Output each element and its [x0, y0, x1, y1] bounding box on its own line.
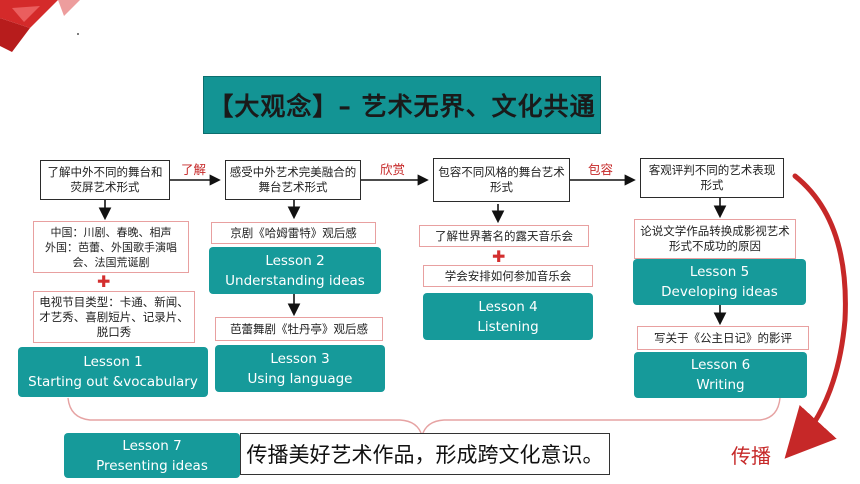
decorative-dot	[77, 33, 79, 35]
lesson-2-num: Lesson 2	[265, 252, 325, 269]
col3-sub-box-1: 了解世界著名的露天音乐会	[419, 225, 589, 247]
col1-sub-box-2: 电视节目类型：卡通、新闻、才艺秀、喜剧短片、记录片、脱口秀	[33, 291, 195, 343]
lesson-7-card: Lesson 7 Presenting ideas	[64, 433, 240, 478]
lesson-1-name: Starting out &vocabulary	[28, 374, 198, 390]
lesson-1-card: Lesson 1 Starting out &vocabulary	[18, 347, 208, 397]
lesson-3-num: Lesson 3	[270, 350, 330, 367]
lesson-3-card: Lesson 3 Using language	[215, 345, 385, 392]
plus-icon: ✚	[97, 272, 111, 291]
col4-sub-box-2: 写关于《公主日记》的影评	[637, 326, 809, 350]
lesson-5-name: Developing ideas	[661, 284, 778, 300]
lesson-4-card: Lesson 4 Listening	[423, 293, 593, 340]
lesson-2-name: Understanding ideas	[225, 272, 365, 289]
lesson-1-num: Lesson 1	[83, 354, 143, 370]
lesson-2-card: Lesson 2 Understanding ideas	[209, 247, 381, 294]
lesson-6-card: Lesson 6 Writing	[634, 352, 807, 398]
plus-icon: ✚	[492, 247, 506, 266]
spread-label: 传播	[731, 444, 771, 468]
goal-box-1: 了解中外不同的舞台和荧屏艺术形式	[40, 160, 170, 200]
lesson-6-num: Lesson 6	[690, 357, 751, 373]
lesson-3-name: Using language	[247, 370, 353, 387]
page-title: 【大观念】– 艺术无界、文化共通	[208, 92, 596, 121]
col2-sub-box-1: 京剧《哈姆雷特》观后感	[211, 222, 376, 244]
summary-box: 传播美好艺术作品，形成跨文化意识。	[240, 433, 610, 475]
lesson-4-num: Lesson 4	[478, 298, 538, 315]
connector-label-1: 了解	[181, 162, 207, 177]
col4-sub-box-1: 论说文学作品转换成影视艺术形式不成功的原因	[634, 219, 796, 259]
connector-label-2: 欣赏	[380, 162, 406, 177]
title-box: 【大观念】– 艺术无界、文化共通	[203, 76, 601, 134]
lesson-7-num: Lesson 7	[122, 437, 182, 454]
col2-sub-box-2: 芭蕾舞剧《牡丹亭》观后感	[215, 317, 383, 341]
goal-box-3: 包容不同风格的舞台艺术形式	[433, 158, 570, 202]
lesson-4-name: Listening	[477, 318, 539, 335]
corner-decoration	[0, 0, 80, 52]
col3-sub-box-2: 学会安排如何参加音乐会	[423, 265, 593, 287]
lesson-6-name: Writing	[696, 377, 745, 393]
goal-box-2: 感受中外艺术完美融合的舞台艺术形式	[225, 160, 361, 200]
goal-box-4: 客观评判不同的艺术表现形式	[640, 158, 784, 198]
bottom-brace	[67, 397, 781, 439]
lesson-5-num: Lesson 5	[689, 264, 750, 280]
summary-text: 传播美好艺术作品，形成跨文化意识。	[246, 443, 604, 467]
col1-sub-box-1: 中国：川剧、春晚、相声 外国：芭蕾、外国歌手演唱会、法国荒诞剧	[33, 221, 189, 273]
spread-curve-arrow	[784, 173, 848, 459]
lesson-5-card: Lesson 5 Developing ideas	[633, 259, 806, 305]
lesson-7-name: Presenting ideas	[96, 457, 208, 474]
connector-label-3: 包容	[588, 162, 614, 177]
